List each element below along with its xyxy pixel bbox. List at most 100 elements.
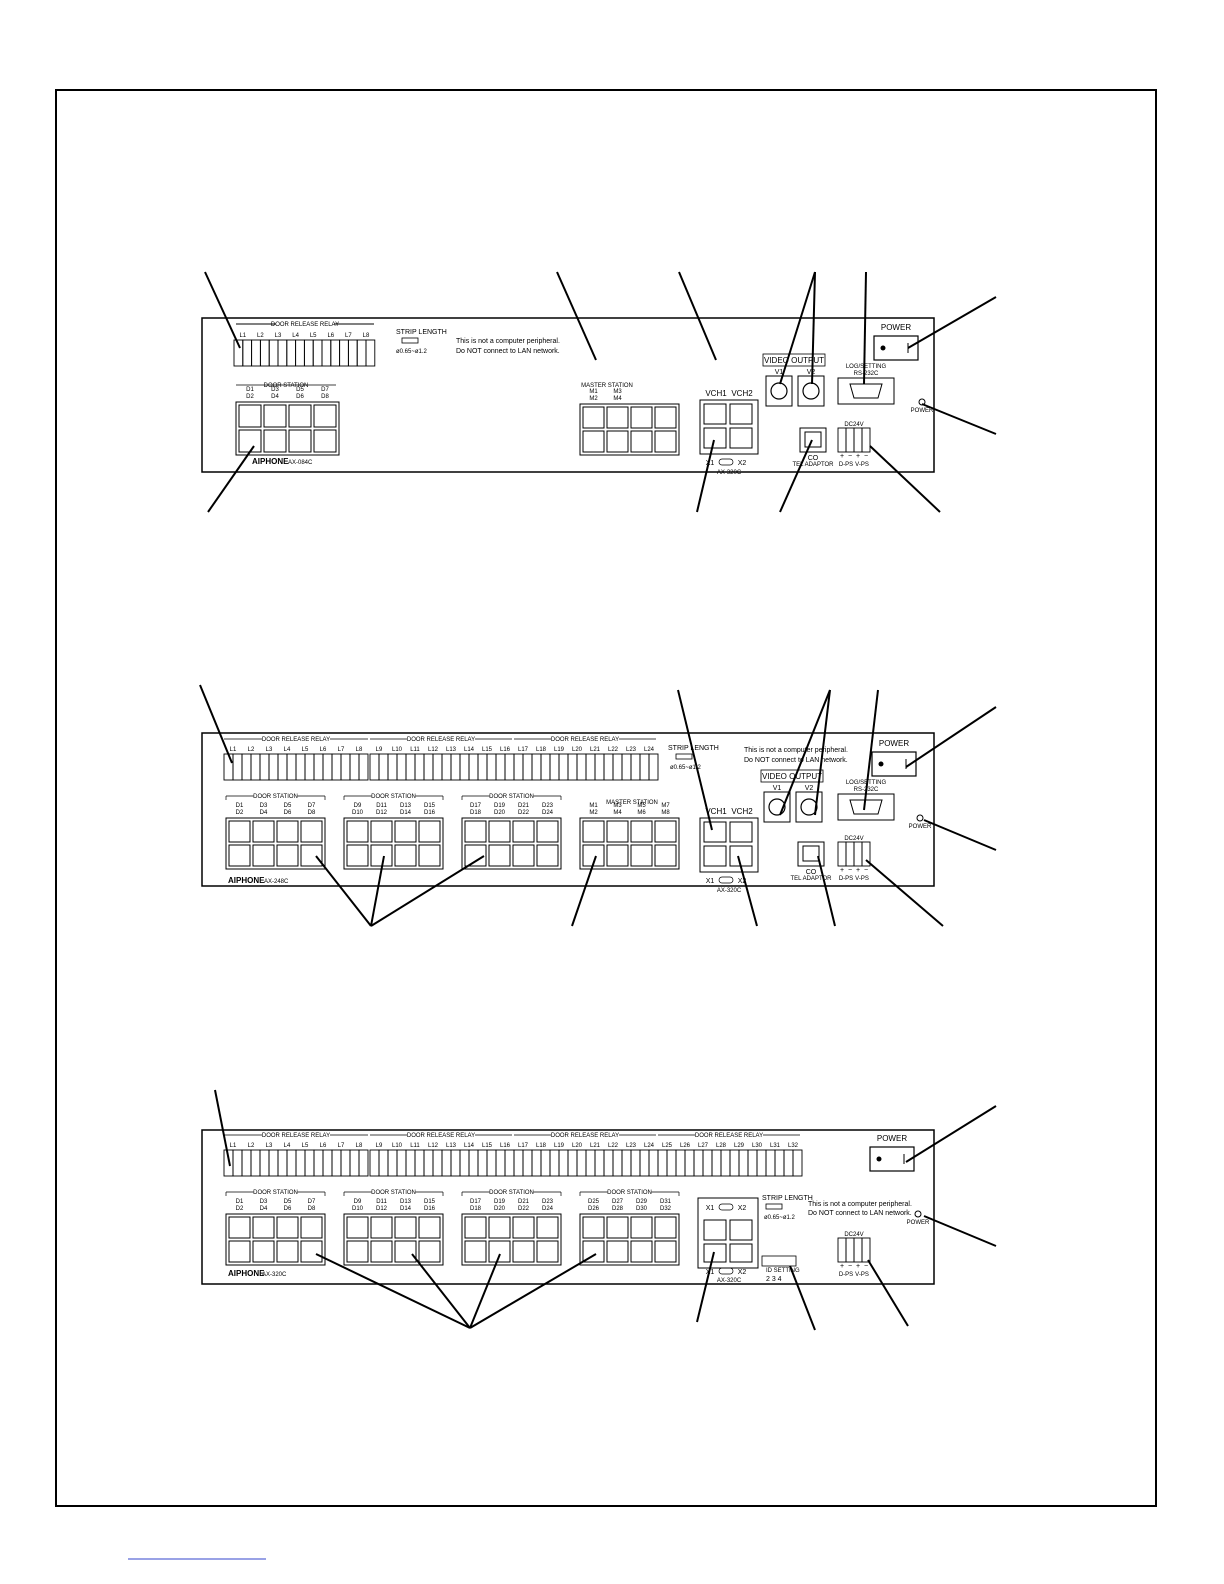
station-socket[interactable]: [512, 1216, 535, 1239]
station-socket[interactable]: [263, 404, 287, 428]
station-socket[interactable]: [582, 406, 605, 429]
station-socket[interactable]: [276, 820, 299, 843]
station-socket[interactable]: [346, 1240, 369, 1263]
station-socket[interactable]: [536, 1240, 559, 1263]
station-socket[interactable]: [582, 1216, 605, 1239]
x-jumper[interactable]: [718, 1203, 734, 1211]
rs232c-port[interactable]: [849, 799, 883, 815]
station-socket[interactable]: [228, 844, 251, 867]
station-socket[interactable]: [252, 1216, 275, 1239]
station-socket[interactable]: [512, 844, 535, 867]
station-socket[interactable]: [418, 820, 441, 843]
station-socket[interactable]: [654, 430, 677, 453]
v2-jack[interactable]: [800, 798, 818, 816]
relay-terminal[interactable]: [648, 753, 659, 781]
vch-socket[interactable]: [729, 403, 753, 425]
station-socket[interactable]: [630, 844, 653, 867]
power-switch-body[interactable]: [873, 335, 919, 361]
x-socket[interactable]: [729, 1243, 753, 1263]
station-socket[interactable]: [370, 1240, 393, 1263]
station-socket[interactable]: [252, 820, 275, 843]
station-socket[interactable]: [582, 430, 605, 453]
station-socket[interactable]: [464, 1240, 487, 1263]
x-jumper[interactable]: [718, 458, 734, 466]
co-jack[interactable]: [804, 431, 822, 448]
station-socket[interactable]: [606, 844, 629, 867]
relay-terminal[interactable]: [358, 1149, 369, 1177]
station-socket[interactable]: [606, 406, 629, 429]
power-switch-body[interactable]: [869, 1146, 915, 1172]
station-socket[interactable]: [252, 844, 275, 867]
station-socket[interactable]: [252, 1240, 275, 1263]
station-socket[interactable]: [418, 1240, 441, 1263]
station-socket[interactable]: [418, 1216, 441, 1239]
station-socket[interactable]: [276, 844, 299, 867]
station-socket[interactable]: [370, 820, 393, 843]
station-socket[interactable]: [606, 1240, 629, 1263]
v1-jack[interactable]: [768, 798, 786, 816]
station-socket[interactable]: [288, 404, 312, 428]
station-socket[interactable]: [394, 844, 417, 867]
rs232c-port[interactable]: [849, 383, 883, 399]
station-socket[interactable]: [276, 1216, 299, 1239]
station-socket[interactable]: [276, 1240, 299, 1263]
station-socket[interactable]: [654, 820, 677, 843]
vch-socket[interactable]: [703, 427, 727, 449]
station-socket[interactable]: [370, 1216, 393, 1239]
station-socket[interactable]: [228, 820, 251, 843]
x-socket[interactable]: [729, 1219, 753, 1241]
station-socket[interactable]: [606, 1216, 629, 1239]
co-jack[interactable]: [802, 845, 820, 862]
station-socket[interactable]: [630, 430, 653, 453]
vch-socket[interactable]: [703, 845, 727, 867]
station-socket[interactable]: [536, 820, 559, 843]
station-socket[interactable]: [488, 844, 511, 867]
station-socket[interactable]: [464, 1216, 487, 1239]
power-switch-body[interactable]: [871, 751, 917, 777]
station-socket[interactable]: [606, 820, 629, 843]
station-socket[interactable]: [394, 1240, 417, 1263]
station-socket[interactable]: [228, 1240, 251, 1263]
x-jumper[interactable]: [718, 876, 734, 884]
station-socket[interactable]: [464, 844, 487, 867]
relay-terminal[interactable]: [358, 753, 369, 781]
station-socket[interactable]: [630, 406, 653, 429]
v2-jack[interactable]: [802, 382, 820, 400]
relay-terminal[interactable]: [792, 1149, 803, 1177]
station-socket[interactable]: [238, 404, 262, 428]
station-socket[interactable]: [394, 820, 417, 843]
station-socket[interactable]: [300, 1216, 323, 1239]
dc-terminal[interactable]: [861, 1237, 871, 1263]
station-socket[interactable]: [263, 429, 287, 453]
station-socket[interactable]: [488, 820, 511, 843]
station-socket[interactable]: [536, 844, 559, 867]
station-socket[interactable]: [300, 844, 323, 867]
x-jumper[interactable]: [718, 1267, 734, 1275]
station-socket[interactable]: [606, 430, 629, 453]
dc-terminal[interactable]: [861, 427, 871, 453]
station-socket[interactable]: [300, 820, 323, 843]
station-socket[interactable]: [394, 1216, 417, 1239]
station-socket[interactable]: [654, 1216, 677, 1239]
station-socket[interactable]: [418, 844, 441, 867]
station-socket[interactable]: [488, 1240, 511, 1263]
station-socket[interactable]: [313, 429, 337, 453]
v1-jack[interactable]: [770, 382, 788, 400]
station-socket[interactable]: [630, 820, 653, 843]
station-socket[interactable]: [464, 820, 487, 843]
station-socket[interactable]: [512, 1240, 535, 1263]
x-socket[interactable]: [703, 1243, 727, 1263]
station-socket[interactable]: [313, 404, 337, 428]
dc-terminal[interactable]: [861, 841, 871, 867]
vch-socket[interactable]: [729, 821, 753, 843]
station-socket[interactable]: [654, 406, 677, 429]
station-socket[interactable]: [228, 1216, 251, 1239]
vch-socket[interactable]: [729, 427, 753, 449]
station-socket[interactable]: [300, 1240, 323, 1263]
station-socket[interactable]: [630, 1216, 653, 1239]
station-socket[interactable]: [630, 1240, 653, 1263]
station-socket[interactable]: [346, 820, 369, 843]
station-socket[interactable]: [488, 1216, 511, 1239]
station-socket[interactable]: [582, 820, 605, 843]
vch-socket[interactable]: [703, 821, 727, 843]
